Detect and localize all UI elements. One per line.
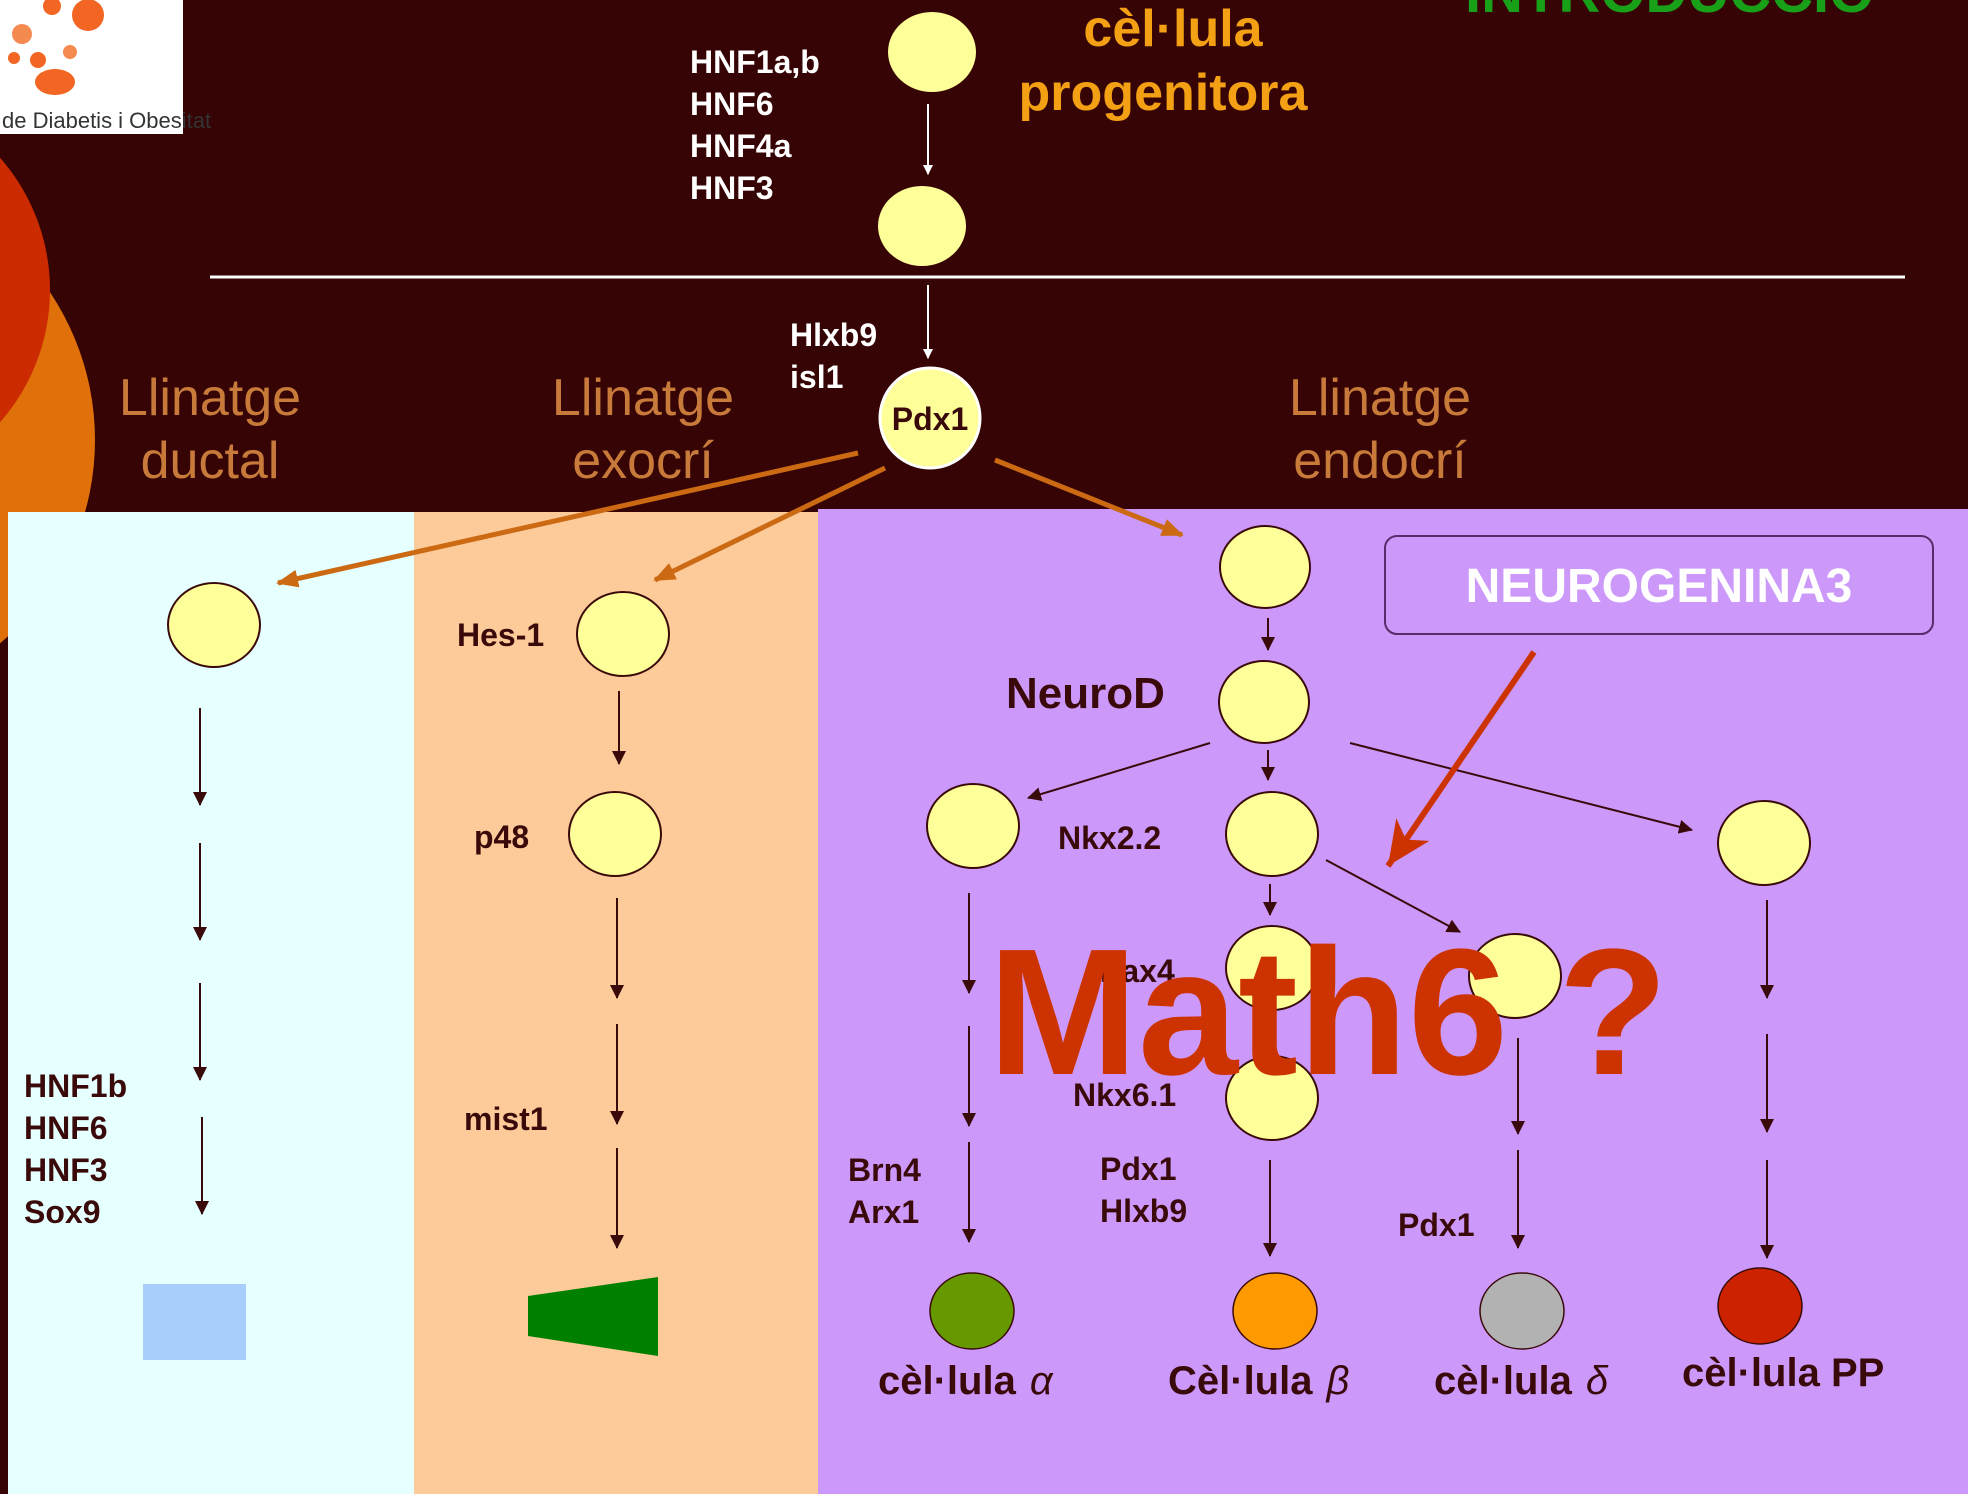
exocrine-label-p48: p48 [474, 819, 529, 855]
alpha-factor-brn4: Brn4 [848, 1152, 921, 1188]
logo: de Diabetis i Obesitat [0, 0, 211, 134]
ductal-cell [143, 1284, 246, 1360]
delta-cell-label: cèl·lula [1434, 1359, 1573, 1403]
exocrine-label-hes1: Hes-1 [457, 617, 544, 653]
ductal-node [167, 582, 261, 668]
alpha-progenitor-node [926, 783, 1020, 869]
factor-hnf6: HNF6 [690, 86, 774, 122]
beta-cell [1232, 1272, 1318, 1350]
delta-cell [1479, 1272, 1565, 1350]
delta-factor-pdx1: Pdx1 [1398, 1207, 1474, 1243]
pdx1-label: Pdx1 [892, 401, 968, 437]
section-title: INTRODUCCIÓ [1465, 0, 1874, 25]
neurogenina3-box [1384, 535, 1934, 635]
label-alpha-cell: cèl·lula α [878, 1359, 1054, 1403]
alpha-symbol: α [1030, 1359, 1054, 1403]
endocrine-node-ngn3 [1219, 525, 1311, 609]
ductal-factor-hnf3: HNF3 [24, 1152, 108, 1188]
delta-progenitor-node [1468, 933, 1562, 1019]
math6-overlay: Math6 ? [988, 912, 1668, 1113]
arrow-to-endocrine [994, 457, 1184, 538]
progenitor-title-line2: progenitora [1019, 64, 1309, 122]
endocrine-node-neurod [1218, 660, 1310, 744]
label-beta-cell: Cèl·lula β [1168, 1359, 1349, 1403]
pp-cell [1717, 1267, 1803, 1345]
endocrine-node-nkx22 [1225, 791, 1319, 877]
endocrine-arrow-to-pp [1349, 742, 1693, 834]
arrow-to-ductal [276, 450, 859, 588]
factor-hnf1ab: HNF1a,b [690, 44, 820, 80]
progenitor-title-line1: cèl·lula [1083, 0, 1263, 58]
beta-factor-pdx1: Pdx1 [1100, 1151, 1176, 1187]
endocrine-label-nkx61: Nkx6.1 [1073, 1077, 1176, 1113]
neurogenina3-arrow [1385, 650, 1537, 868]
endocrine-label-nkx22: Nkx2.2 [1058, 820, 1161, 856]
alpha-factor-arx1: Arx1 [848, 1194, 919, 1230]
factor-hnf3: HNF3 [690, 170, 774, 206]
label-delta-cell: cèl·lula δ [1434, 1359, 1609, 1403]
beta-cell-label: Cèl·lula [1168, 1359, 1313, 1403]
beta-factor-hlxb9: Hlxb9 [1100, 1193, 1187, 1229]
lineage-exocrine-line1: Llinatge [552, 369, 734, 427]
endocrine-label-neurod: NeuroD [1006, 669, 1165, 718]
endocrine-node-pax4 [1225, 925, 1319, 1011]
decor-circle-red [0, 157, 50, 423]
lineage-ductal-line1: Llinatge [119, 369, 301, 427]
progenitor-node-top [888, 12, 976, 92]
exocrine-node-p48 [568, 791, 662, 877]
ductal-factor-hnf1b: HNF1b [24, 1068, 127, 1104]
beta-symbol: β [1325, 1359, 1349, 1403]
ductal-factor-sox9: Sox9 [24, 1194, 100, 1230]
acinar-cell [528, 1277, 658, 1356]
arrow-to-exocrine [653, 465, 887, 583]
nkx22-arrow-to-delta [1325, 859, 1461, 933]
exocrine-label-mist1: mist1 [464, 1101, 548, 1137]
neurogenina3-label: NEUROGENINA3 [1466, 560, 1853, 613]
logo-text: de Diabetis i Obesitat [2, 108, 211, 133]
exocrine-node-hes1 [576, 591, 670, 677]
endocrine-label-pax4: Pax4 [1100, 953, 1175, 989]
lineage-ductal-line2: ductal [141, 432, 280, 490]
factor-hlxb9-top: Hlxb9 [790, 317, 877, 353]
factor-isl1: isl1 [790, 359, 843, 395]
lineage-endocrine-line2: endocrí [1293, 432, 1467, 490]
factor-hnf4a: HNF4a [690, 128, 792, 164]
endocrine-node-nkx61 [1225, 1055, 1319, 1141]
alpha-cell [929, 1272, 1015, 1350]
lineage-exocrine-line2: exocrí [572, 432, 714, 490]
pdx1-node [878, 366, 982, 470]
label-pp-cell: cèl·lula PP [1682, 1351, 1884, 1395]
ductal-factor-hnf6: HNF6 [24, 1110, 108, 1146]
delta-symbol: δ [1586, 1359, 1609, 1403]
alpha-cell-label: cèl·lula [878, 1359, 1017, 1403]
endocrine-arrow-to-alpha [1027, 742, 1211, 801]
pp-progenitor-node [1717, 800, 1811, 886]
progenitor-node-second [878, 186, 966, 266]
lineage-endocrine-line1: Llinatge [1289, 369, 1471, 427]
